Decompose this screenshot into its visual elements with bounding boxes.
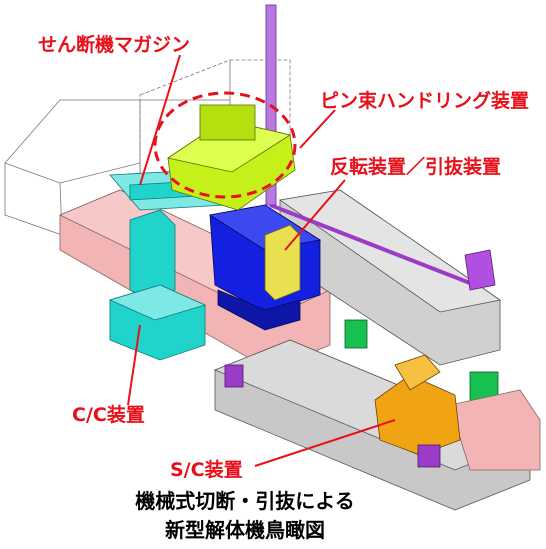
- caption-line-1: 機械式切断・引抜による: [135, 489, 355, 513]
- leader-lines: [127, 54, 396, 467]
- caption-line-2: 新型解体機鳥瞰図: [165, 518, 325, 542]
- cyan-cc-device: [108, 209, 207, 361]
- purple-blocks: [224, 364, 441, 468]
- yellow-inner-part: [264, 224, 301, 301]
- leader-cc: [127, 324, 141, 406]
- front-bed: [213, 339, 541, 511]
- label-cutting-magazine: せん断機マガジン: [38, 34, 191, 56]
- orange-sc-device: [374, 354, 461, 456]
- label-pin-bundle-handling: ピン束ハンドリング装置: [320, 90, 530, 112]
- leader-reversing: [284, 179, 346, 251]
- leader-pin-bundle: [299, 109, 336, 149]
- leader-sc: [254, 419, 396, 467]
- label-sc-device: S/C装置: [170, 459, 243, 481]
- highlight-ellipse: [153, 91, 297, 199]
- purple-rail: [269, 203, 476, 287]
- label-reversing-pulling: 反転装置／引抜装置: [330, 156, 502, 178]
- leader-cutting-magazine: [139, 54, 181, 186]
- green-parts: [344, 319, 499, 403]
- label-cc-device: C/C装置: [72, 404, 145, 426]
- purple-bracket-right: [464, 249, 496, 291]
